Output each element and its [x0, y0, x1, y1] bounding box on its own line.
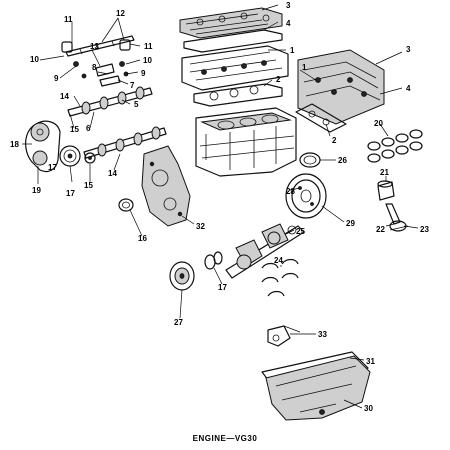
callout-26: 26 [338, 156, 347, 165]
flywheel [285, 173, 327, 219]
crankshaft [225, 223, 305, 279]
callout-28: 28 [286, 187, 295, 196]
callout-1: 1 [290, 46, 295, 55]
rocker-parts-cluster [61, 39, 131, 87]
valve-cover-right [179, 7, 283, 39]
callout-11: 11 [64, 15, 73, 24]
callout-16: 16 [138, 234, 147, 243]
callout-3: 3 [406, 45, 411, 54]
engine-block [195, 107, 297, 177]
camshaft-lower [83, 126, 167, 159]
callout-17: 17 [218, 283, 227, 292]
callout-21: 21 [380, 168, 389, 177]
rocker-shaft-upper [65, 35, 135, 57]
main-bearings [261, 258, 299, 297]
callout-27: 27 [174, 318, 183, 327]
seal-16 [118, 198, 134, 212]
callout-17: 17 [66, 189, 75, 198]
callout-14: 14 [108, 169, 117, 178]
crank-pulley [169, 261, 195, 291]
callout-15: 15 [70, 125, 79, 134]
cylinder-head-right [181, 45, 289, 91]
oil-pan [265, 355, 371, 421]
callout-8: 8 [92, 63, 97, 72]
callout-32: 32 [196, 222, 205, 231]
callout-11: 11 [144, 42, 153, 51]
callout-10: 10 [30, 55, 39, 64]
crank-sprocket [84, 152, 96, 164]
leader-lines [22, 4, 419, 409]
head-gasket-right [193, 83, 283, 107]
callout-23: 23 [420, 225, 429, 234]
diagram-caption: ENGINE—VG30 [192, 434, 258, 443]
callout-1: 1 [302, 63, 307, 72]
piston [377, 180, 395, 201]
front-cover-oil-pump [141, 145, 191, 227]
callout-17: 17 [48, 163, 57, 172]
piston-rings [367, 129, 423, 163]
camshaft-sprocket [59, 145, 81, 167]
callout-3: 3 [286, 1, 291, 10]
callout-5: 5 [134, 100, 139, 109]
callout-29: 29 [346, 219, 355, 228]
callout-33: 33 [318, 330, 327, 339]
callout-2: 2 [276, 75, 281, 84]
callout-2: 2 [332, 136, 337, 145]
callout-19: 19 [32, 186, 41, 195]
callout-15: 15 [84, 181, 93, 190]
callout-20: 20 [374, 119, 383, 128]
callout-22: 22 [376, 225, 385, 234]
callout-30: 30 [364, 404, 373, 413]
callout-18: 18 [10, 140, 19, 149]
callout-labels: 3 4 1 2 1 3 4 2 11 12 11 10 13 10 8 9 9 … [10, 1, 429, 413]
camshaft-upper [67, 86, 153, 117]
callout-31: 31 [366, 357, 375, 366]
callout-4: 4 [286, 19, 291, 28]
cylinder-head-left [297, 49, 385, 125]
timing-belt [25, 120, 61, 173]
connecting-rod [385, 203, 409, 232]
crank-gear [204, 251, 223, 270]
callout-9: 9 [141, 69, 146, 78]
callout-4: 4 [406, 84, 411, 93]
callout-10: 10 [143, 56, 152, 65]
callout-13: 13 [90, 42, 99, 51]
callout-24: 24 [274, 256, 283, 265]
callout-12: 12 [116, 9, 125, 18]
callout-9: 9 [54, 74, 59, 83]
oil-strainer [267, 325, 301, 347]
callout-7: 7 [130, 81, 135, 90]
callout-25: 25 [296, 227, 305, 236]
callout-6: 6 [86, 124, 91, 133]
callout-14: 14 [60, 92, 69, 101]
rear-main-seal [299, 152, 321, 168]
